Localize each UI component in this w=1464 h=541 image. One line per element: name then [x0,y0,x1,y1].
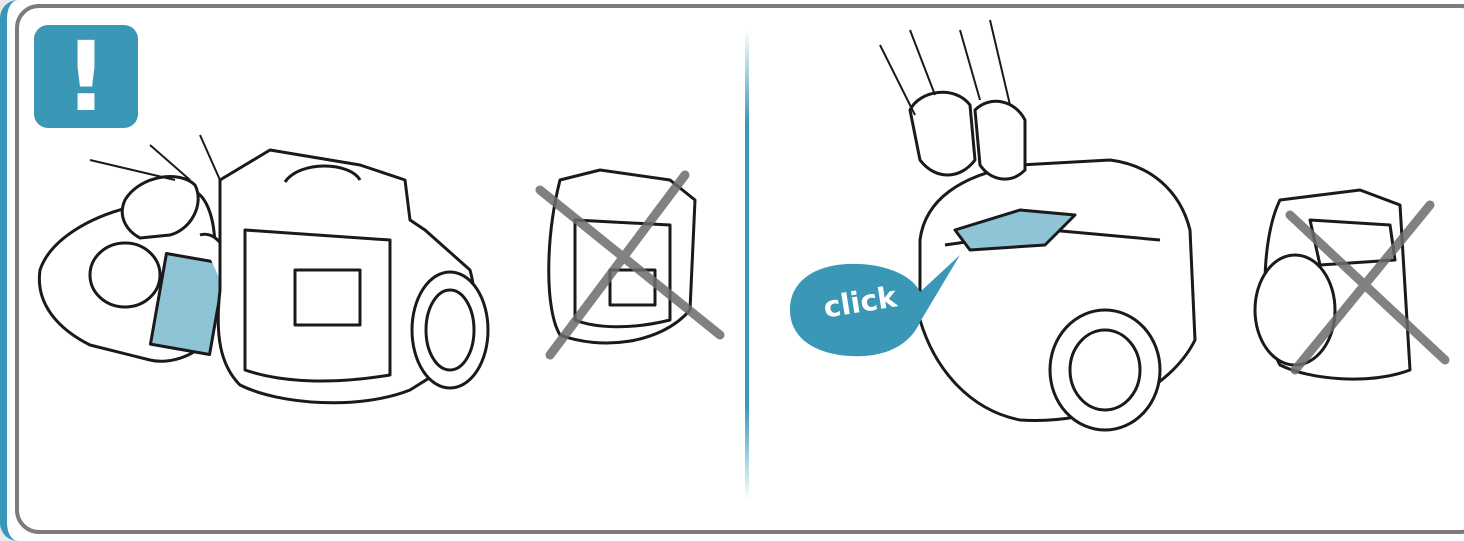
vacuum-insert-illustration [879,19,1197,432]
click-bubble-icon [790,255,960,357]
vacuum-open-illustration [37,134,490,405]
warning-icon: ! [34,25,138,128]
wrong-insert-illustration [1253,188,1450,381]
panel-divider [745,30,749,500]
wrong-method-illustration [535,168,725,360]
